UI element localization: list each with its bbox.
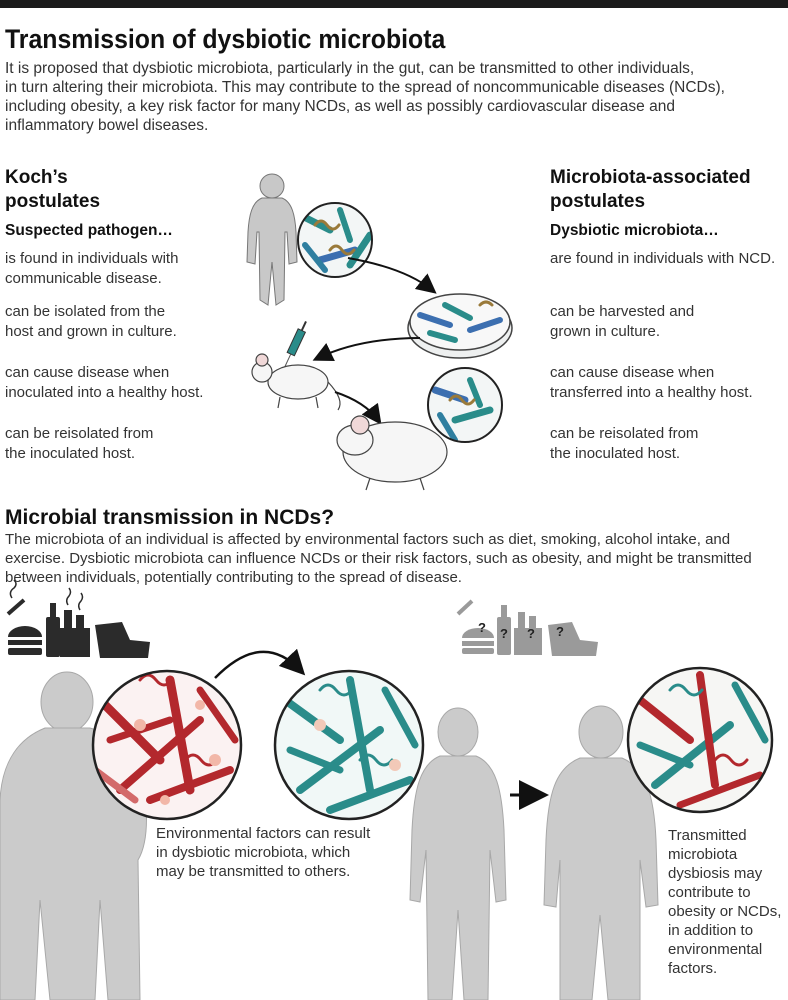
koch-item: can be isolated from the host and grown … [5, 302, 235, 342]
caption-line: in dysbiotic microbiota, which [156, 844, 351, 861]
microbiota-item-line: the inoculated host. [550, 445, 681, 462]
armchair-icon [548, 622, 598, 656]
microbiota-item-line: can cause disease when [550, 364, 715, 381]
koch-item-line: inoculated into a healthy host. [5, 384, 204, 401]
caption-line: Environmental factors can result [156, 825, 371, 842]
microbiota-heading-line: postulates [550, 191, 646, 212]
obese-human-figure-icon [543, 705, 659, 1000]
microbiota-item: can cause disease when transferred into … [550, 363, 780, 403]
microbiota-item: can be reisolated from the inoculated ho… [550, 424, 780, 464]
intro-line: including obesity, a key risk factor for… [5, 98, 675, 115]
microbiota-item: can be harvested and grown in culture. [550, 302, 780, 342]
koch-item-line: can be reisolated from [5, 425, 154, 442]
ncd-section-title: Microbial transmission in NCDs? [5, 506, 335, 529]
koch-heading-line: Koch’s [5, 167, 68, 188]
caption-right: Transmitted microbiota dysbiosis may con… [668, 826, 786, 978]
mouse-icon [336, 415, 448, 491]
caption-line: Transmitted [668, 827, 747, 844]
intro-paragraph: It is proposed that dysbiotic microbiota… [5, 59, 785, 135]
caption-left: Environmental factors can result in dysb… [156, 824, 396, 881]
obese-human-figure-icon [0, 671, 147, 1000]
caption-line: in addition to [668, 922, 754, 939]
burger-icon [8, 626, 42, 655]
microbe-sample-circle [297, 202, 373, 278]
question-mark: ? [556, 624, 564, 639]
koch-subheading: Suspected pathogen… [5, 222, 173, 239]
bottle-icon [46, 603, 60, 657]
arrow-icon [312, 337, 421, 362]
caption-line: contribute to [668, 884, 751, 901]
caption-line: may be transmitted to others. [156, 863, 351, 880]
microbiota-postulates-heading: Microbiota-associated postulates [550, 166, 751, 214]
caption-line: dysbiosis may [668, 865, 763, 882]
koch-item-line: the inoculated host. [5, 445, 136, 462]
uncertain-environmental-icons: ? ? ? ? [456, 599, 598, 656]
koch-item: is found in individuals with communicabl… [5, 249, 235, 289]
arrow-icon [347, 257, 437, 294]
microbiota-item-line: are found in individuals with NCD. [550, 250, 776, 267]
arrow-icon [334, 391, 382, 425]
koch-item-line: can be isolated from the [5, 303, 166, 320]
microbiota-subheading: Dysbiotic microbiota… [550, 222, 719, 239]
koch-item-line: host and grown in culture. [5, 323, 177, 340]
intro-line: inflammatory bowel diseases. [5, 117, 209, 134]
mixed-microbiota-circle [626, 666, 774, 814]
koch-item: can cause disease when inoculated into a… [5, 363, 235, 403]
caption-line: obesity or NCDs, [668, 903, 782, 920]
microbiota-item-line: can be reisolated from [550, 425, 699, 442]
caption-line: factors. [668, 960, 718, 977]
ncd-text-line: exercise. Dysbiotic microbiota can influ… [5, 550, 752, 567]
caption-line: environmental [668, 941, 763, 958]
petri-dish-icon [407, 293, 513, 359]
koch-item-line: can cause disease when [5, 364, 170, 381]
mouse-icon [251, 353, 341, 411]
healthy-microbiota-circle [273, 669, 425, 821]
microbe-sample-circle [427, 367, 503, 443]
microbiota-heading-line: Microbiota-associated [550, 167, 751, 188]
page-title: Transmission of dysbiotic microbiota [5, 24, 446, 54]
human-figure-icon [409, 707, 507, 1000]
question-mark: ? [500, 626, 508, 641]
top-rule [0, 0, 788, 8]
koch-heading: Koch’s postulates [5, 166, 100, 214]
ncd-text-line: The microbiota of an individual is affec… [5, 531, 731, 548]
factory-icon [514, 612, 542, 655]
intro-line: in turn altering their microbiota. This … [5, 79, 725, 96]
microbiota-item-line: can be harvested and [550, 303, 695, 320]
intro-line: It is proposed that dysbiotic microbiota… [5, 60, 695, 77]
factory-icon [60, 587, 90, 657]
environmental-icons [6, 579, 150, 658]
armchair-icon [95, 622, 150, 658]
syringe-icon [284, 321, 307, 367]
microbiota-item: are found in individuals with NCD. [550, 249, 780, 269]
question-mark: ? [527, 626, 535, 641]
question-mark: ? [478, 620, 486, 635]
arrow-icon [214, 648, 306, 679]
ncd-text-line: between individuals, potentially contrib… [5, 569, 462, 586]
microbiota-item-line: grown in culture. [550, 323, 661, 340]
koch-item-line: communicable disease. [5, 270, 162, 287]
ncd-section-text: The microbiota of an individual is affec… [5, 530, 785, 587]
burger-icon [462, 628, 494, 654]
bottle-icon [497, 605, 511, 655]
dysbiotic-microbiota-circle [91, 669, 243, 821]
cigarette-icon [456, 599, 474, 616]
cigarette-icon [6, 579, 26, 616]
koch-item-line: is found in individuals with [5, 250, 179, 267]
caption-line: microbiota [668, 846, 738, 863]
human-figure-icon [246, 173, 298, 306]
microbiota-item-line: transferred into a healthy host. [550, 384, 753, 401]
koch-item: can be reisolated from the inoculated ho… [5, 424, 235, 464]
koch-heading-line: postulates [5, 191, 101, 212]
